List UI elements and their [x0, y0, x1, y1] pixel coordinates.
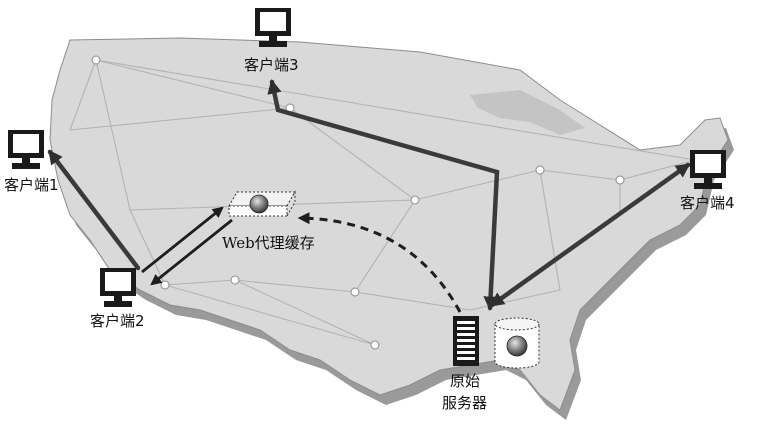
database-cylinder-icon	[494, 317, 540, 369]
desktop-computer-icon	[690, 150, 726, 189]
proxy-cache-appliance-icon	[228, 190, 296, 218]
path-proxy-origin-dashed	[297, 212, 462, 313]
network-node	[91, 55, 101, 65]
server-tower-icon	[453, 316, 479, 366]
proxy-cache	[228, 190, 296, 218]
network-node	[535, 165, 545, 175]
network-node	[230, 275, 240, 285]
path-client1-client2	[47, 149, 141, 271]
client4-label: 客户端4	[680, 194, 735, 212]
network-node	[615, 175, 625, 185]
network-node	[410, 195, 420, 205]
desktop-computer-icon	[100, 268, 136, 307]
client3	[255, 8, 291, 47]
origin-label-line1: 原始	[450, 372, 480, 390]
client4	[690, 150, 726, 189]
network-node	[370, 340, 380, 350]
network-node	[350, 287, 360, 297]
origin-label-line2: 服务器	[442, 394, 487, 412]
map-land	[49, 37, 729, 411]
client2	[100, 268, 136, 307]
desktop-computer-icon	[255, 8, 291, 47]
request-paths	[47, 79, 691, 311]
desktop-computer-icon	[8, 130, 44, 169]
client3-label: 客户端3	[244, 56, 299, 74]
path-origin-client4	[489, 162, 691, 308]
great-lakes	[470, 90, 585, 135]
us-map	[49, 37, 734, 420]
client2-proxy-links	[141, 206, 233, 286]
network-node	[160, 280, 170, 290]
proxy-label: Web代理缓存	[222, 234, 315, 252]
client1-label: 客户端1	[4, 176, 59, 194]
origin-server	[453, 316, 540, 369]
link-client2-to-proxy	[141, 206, 224, 274]
client2-label: 客户端2	[90, 312, 145, 330]
link-proxy-to-client2	[150, 218, 233, 286]
client1	[8, 130, 44, 169]
